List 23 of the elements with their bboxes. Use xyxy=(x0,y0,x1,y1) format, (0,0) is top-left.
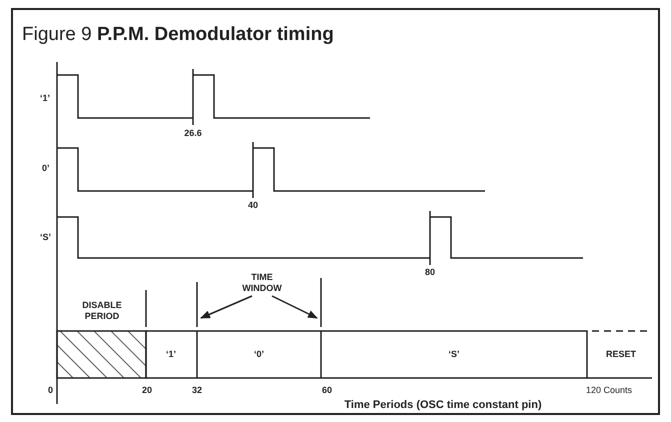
figure-title: Figure 9 P.P.M. Demodulator timing xyxy=(22,25,334,44)
axis-tick-value: 20 xyxy=(142,386,152,395)
tick-value: 40 xyxy=(248,201,258,210)
segment-label: ‘0’ xyxy=(254,350,264,359)
segment-label: ‘1’ xyxy=(166,350,176,359)
marker-line xyxy=(196,282,198,327)
leader-arrow xyxy=(200,295,252,319)
axis-tick-value: 120 Counts xyxy=(586,386,632,395)
tick-value: 80 xyxy=(425,268,435,277)
signal-name: 0’ xyxy=(42,164,50,173)
leader-arrow xyxy=(272,295,318,319)
axis-title: Time Periods (OSC time constant pin) xyxy=(344,400,542,411)
segment-label: RESET xyxy=(606,350,636,359)
axis-tick-value: 60 xyxy=(322,386,332,395)
segment-label: ‘S’ xyxy=(448,350,460,359)
marker-line xyxy=(320,278,322,327)
axis-tick-value: 0 xyxy=(48,386,54,395)
region-label: DISABLE PERIOD xyxy=(81,300,123,322)
callout-text: TIME WINDOW xyxy=(236,272,288,294)
tick-value: 26.6 xyxy=(184,129,202,138)
axis-tick-value: 32 xyxy=(192,386,202,395)
signal-name: ‘S’ xyxy=(40,233,52,242)
signal-name: ‘1’ xyxy=(40,94,50,103)
